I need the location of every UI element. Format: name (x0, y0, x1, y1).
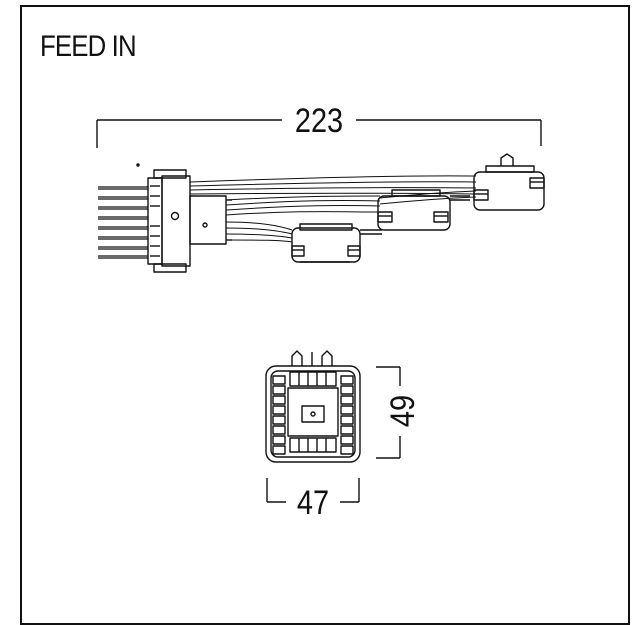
height-dimension: 49 (376, 366, 422, 459)
length-dimension: 223 (96, 101, 542, 148)
width-label: 47 (297, 483, 329, 522)
marker-dot (136, 163, 140, 167)
front-left-contacts (272, 375, 286, 455)
connector-front-view (265, 350, 361, 463)
connector-2 (377, 189, 470, 231)
length-label: 223 (295, 101, 343, 140)
technical-drawing: 223 (96, 101, 545, 522)
drawing-title: FEED IN (40, 30, 137, 63)
height-label: 49 (383, 395, 422, 427)
front-right-contacts (340, 375, 354, 455)
connector-1 (291, 223, 382, 263)
main-connector (147, 169, 232, 273)
wire-bundle (189, 175, 477, 243)
connector-pins (98, 186, 148, 259)
harness-side-view (98, 153, 545, 273)
width-dimension: 47 (266, 478, 360, 522)
connector-3 (473, 153, 545, 211)
